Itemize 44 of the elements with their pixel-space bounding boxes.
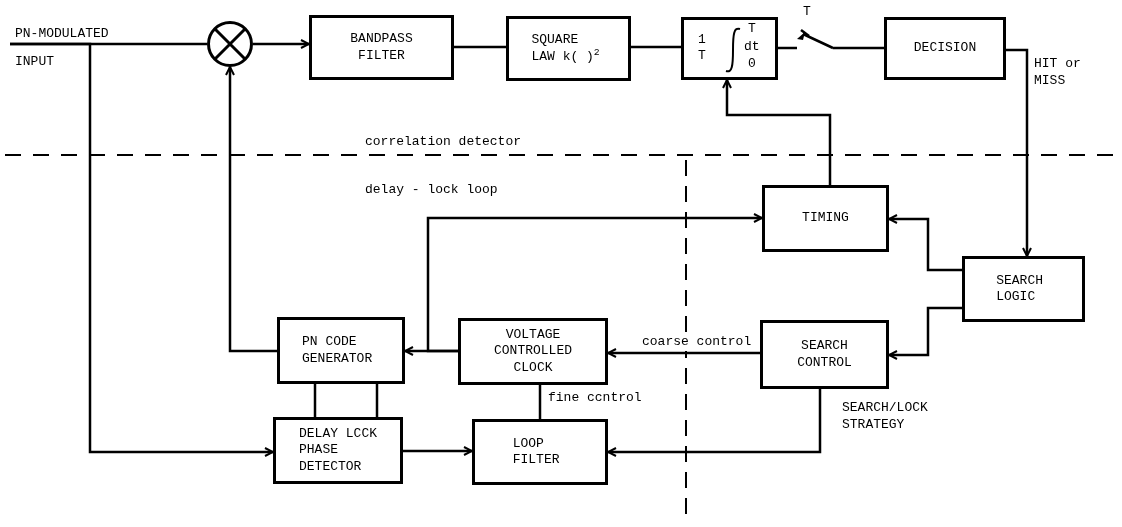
block-label: SQUARE LAW k( )$^{2}$ <box>531 32 601 65</box>
block-box <box>458 318 608 385</box>
fraction-text: 1 T <box>698 32 706 65</box>
block-label: SEARCH LOGIC <box>996 272 1044 306</box>
block-label: TIMING <box>801 210 850 227</box>
block-label: SEARCH CONTROL <box>796 338 853 371</box>
connector-arrow <box>607 348 760 358</box>
block-box <box>762 185 889 252</box>
block-label: LOOP FILTER <box>512 435 561 469</box>
edge-label: SEARCH/LOCK STRATEGY <box>842 400 929 434</box>
connector-arrow <box>722 79 832 185</box>
block-box <box>506 16 631 81</box>
block-label: DELAY LCCK PHASE DETECTOR <box>299 426 377 475</box>
block-box <box>273 417 403 484</box>
annotation-text: INPUT <box>15 53 54 71</box>
connector-arrow <box>888 214 962 272</box>
switch-symbol <box>793 26 833 52</box>
connector-arrow <box>888 306 962 360</box>
annotation-text: correlation detector <box>365 133 522 151</box>
connector-arrow <box>253 39 310 49</box>
integral-limits-text: T dt 0 <box>744 20 760 73</box>
edge-label: HIT or MISS <box>1034 56 1082 90</box>
multiplier-circle <box>207 21 253 67</box>
block-label: PN CODE GENERATOR <box>302 334 374 367</box>
block-box <box>309 15 454 80</box>
block-label: BANDPASS FILTER <box>349 31 414 64</box>
block-box <box>277 317 405 384</box>
block-box <box>760 320 889 389</box>
block-label: VOLTAGE CONTROLLED CLOCK <box>493 327 573 376</box>
connector-arrow <box>426 213 763 353</box>
edge-label: coarse control <box>640 334 754 351</box>
switch-label: T <box>803 3 811 21</box>
block-box <box>884 17 1006 80</box>
block-label: DECISION <box>912 40 978 57</box>
annotation-text: PN-MODULATED <box>15 25 109 43</box>
annotation-text: delay - lock loop <box>365 181 498 199</box>
integrator-box <box>681 17 778 80</box>
connector-arrow <box>10 42 274 457</box>
block-box <box>472 419 608 485</box>
block-box <box>962 256 1085 322</box>
connector-arrow <box>403 446 473 456</box>
connector-arrow <box>225 66 277 353</box>
connector-arrow <box>607 389 822 457</box>
connector-arrow <box>1006 48 1032 257</box>
